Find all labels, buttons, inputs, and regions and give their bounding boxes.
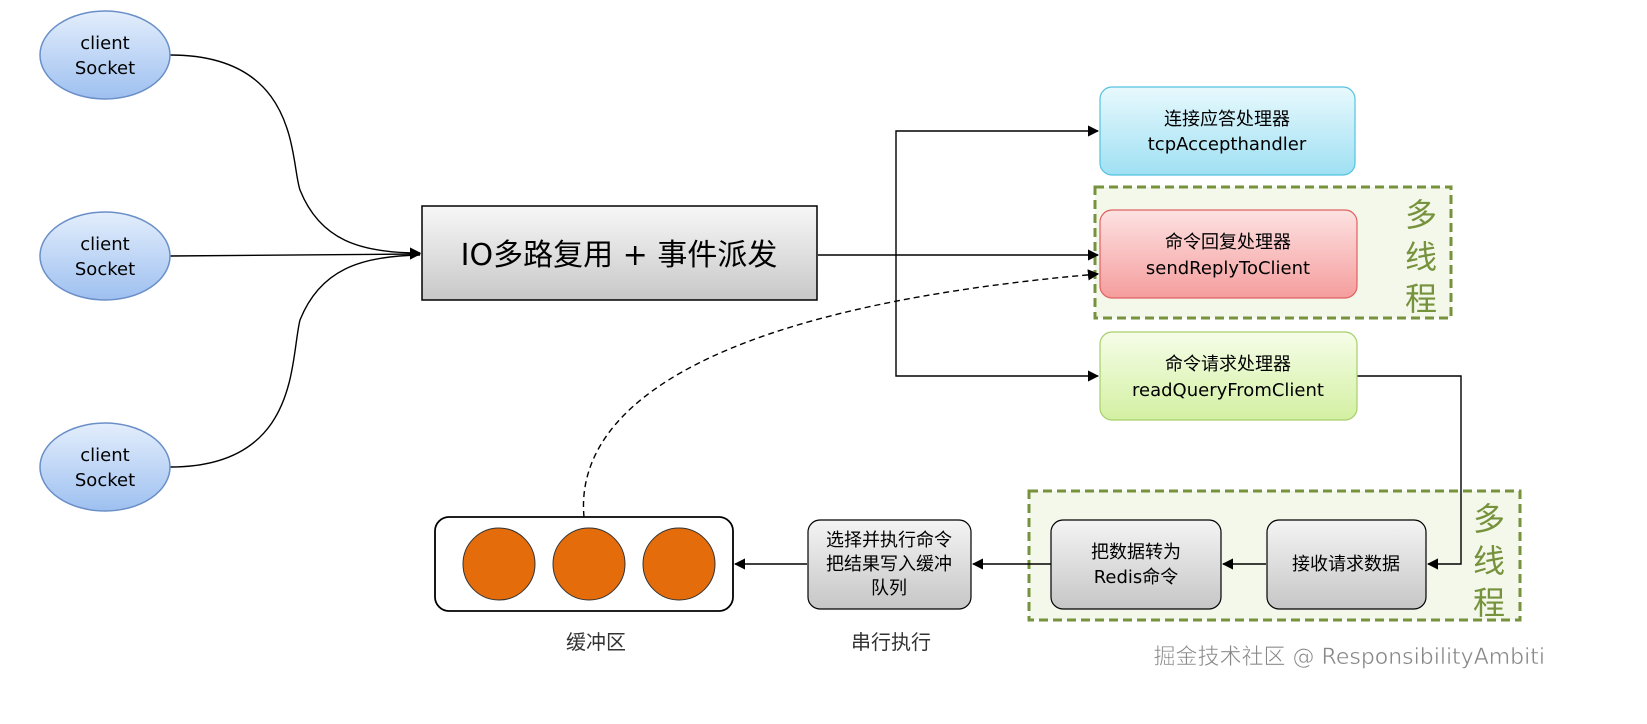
dispatch-to-accept-arrow [895, 125, 1100, 255]
svg-text:线: 线 [1473, 542, 1505, 580]
svg-text:多: 多 [1405, 196, 1437, 234]
accept-handler-line1: 连接应答处理器 [1164, 109, 1290, 130]
client-socket-2: client Socket [39, 211, 171, 301]
client-1-line2: Socket [75, 58, 135, 79]
dispatch-to-request-arrow [895, 255, 1100, 382]
svg-text:程: 程 [1473, 584, 1505, 622]
accept-handler: 连接应答处理器 tcpAccepthandler [1099, 86, 1356, 176]
client-3-connector [169, 254, 421, 468]
io-multiplexing-dispatcher: IO多路复用 + 事件派发 [421, 205, 818, 301]
client-socket-3: client Socket [39, 422, 171, 512]
reply-handler-line2: sendReplyToClient [1146, 258, 1310, 279]
buffer-item-1 [462, 527, 536, 601]
svg-text:多: 多 [1473, 500, 1505, 538]
buffer-item-3 [642, 527, 716, 601]
buffer-label: 缓冲区 [566, 630, 626, 654]
dispatcher-label: IO多路复用 + 事件派发 [461, 238, 778, 273]
client-2-connector [169, 248, 422, 260]
client-2-line2: Socket [75, 259, 135, 280]
step-receive-request-data: 接收请求数据 [1266, 519, 1427, 610]
request-to-receive-arrow [1357, 375, 1462, 570]
reply-handler: 命令回复处理器 sendReplyToClient [1099, 209, 1358, 299]
serial-execution-label: 串行执行 [851, 630, 931, 654]
svg-text:选择并执行命令: 选择并执行命令 [826, 530, 952, 551]
output-buffer [434, 516, 734, 612]
multithread-label-bottom: 多 线 程 [1473, 500, 1505, 622]
watermark: 掘金技术社区 @ ResponsibilityAmbiti [1154, 645, 1545, 670]
client-1-connector [169, 54, 422, 259]
reply-handler-line1: 命令回复处理器 [1165, 232, 1291, 253]
svg-text:队列: 队列 [871, 578, 907, 599]
request-handler-line2: readQueryFromClient [1132, 380, 1324, 401]
client-2-line1: client [80, 234, 129, 255]
accept-handler-line2: tcpAccepthandler [1148, 134, 1307, 155]
svg-text:把结果写入缓冲: 把结果写入缓冲 [826, 554, 952, 575]
client-3-line1: client [80, 445, 129, 466]
svg-text:Redis命令: Redis命令 [1094, 567, 1179, 588]
buffer-item-2 [552, 527, 626, 601]
svg-text:接收请求数据: 接收请求数据 [1292, 554, 1400, 575]
multithread-label-top: 多 线 程 [1405, 196, 1437, 318]
step-convert-to-redis-command: 把数据转为 Redis命令 [1050, 519, 1222, 610]
client-1-line1: client [80, 33, 129, 54]
request-handler-line1: 命令请求处理器 [1165, 354, 1291, 375]
buffer-to-reply-dashed-arrow [582, 269, 1100, 518]
svg-text:程: 程 [1405, 280, 1437, 318]
step-execute-command: 选择并执行命令 把结果写入缓冲 队列 [807, 519, 972, 610]
client-socket-1: client Socket [39, 10, 171, 100]
client-3-line2: Socket [75, 470, 135, 491]
svg-text:线: 线 [1405, 238, 1437, 276]
request-handler: 命令请求处理器 readQueryFromClient [1099, 331, 1358, 421]
svg-text:把数据转为: 把数据转为 [1091, 542, 1181, 563]
